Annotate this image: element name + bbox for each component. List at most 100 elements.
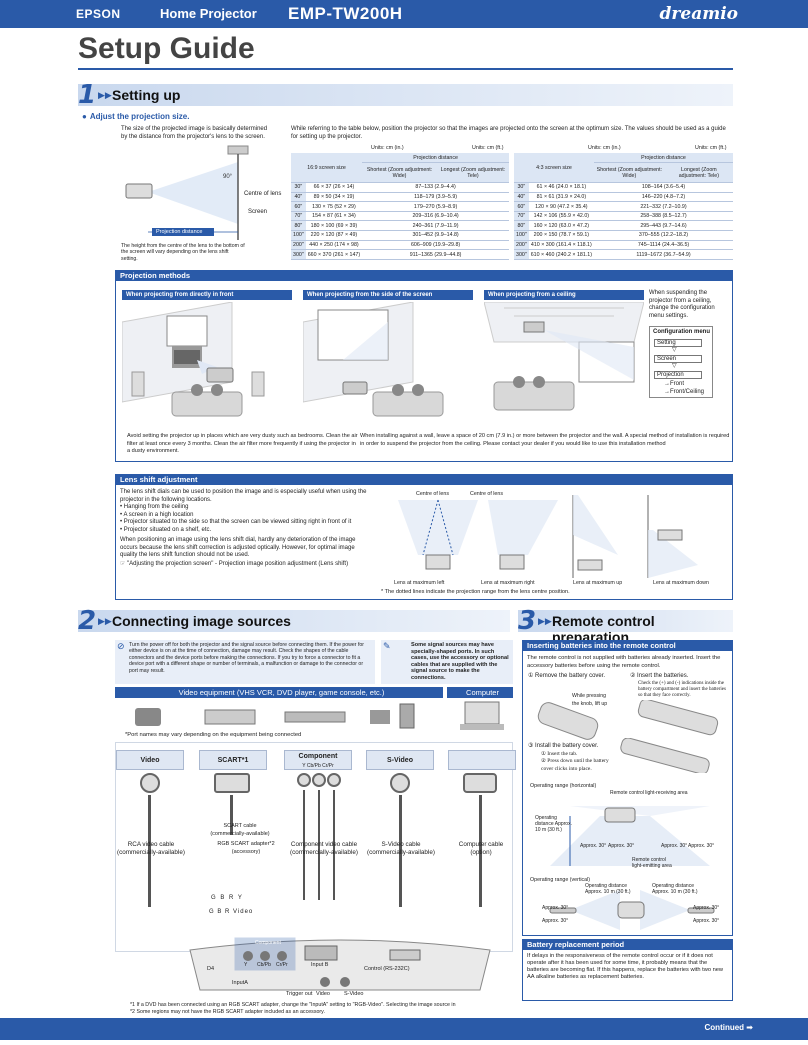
panel-svideo: S-Video — [344, 991, 364, 997]
list-item: • A screen in a high location — [120, 511, 194, 518]
section-1-title: Setting up — [112, 87, 181, 103]
down-arrow-icon: ▽ — [672, 363, 677, 369]
table-row: 200"410 × 300 (161.4 × 118.1)745–1114 (2… — [514, 240, 733, 251]
dimension-cell: 200 × 150 (78.7 × 59.1) — [528, 230, 594, 241]
units-in-169: Units: cm (in.) — [371, 145, 404, 151]
panel-inputb: Input B — [311, 962, 329, 968]
section-1-header: 1 ▶▶ Setting up — [78, 80, 733, 110]
dimension-cell: 81 × 61 (31.9 × 24.0) — [528, 192, 594, 203]
tag-ceiling: When projecting from a ceiling — [484, 290, 644, 300]
list-item: • Projector situated on a shelf, etc. — [120, 526, 212, 533]
warning-box: ⊘ Turn the power off for both the projec… — [115, 640, 375, 684]
screen-size-cell: 70" — [514, 211, 529, 222]
step1-label: ① Remove the battery cover. — [528, 673, 606, 679]
distance-cell: 370–555 (12.2–18.2) — [593, 230, 733, 241]
label-computer-cable: Computer cable (option) — [458, 841, 504, 856]
range-vertical-label: Operating range (vertical) — [530, 877, 591, 883]
dimension-cell: 410 × 300 (161.4 × 118.1) — [528, 240, 594, 251]
longest-header: Longest (Zoom adjustment: Tele) — [664, 162, 733, 184]
scart-connector-icon — [214, 773, 250, 793]
caption-lens-up: Lens at maximum up — [573, 580, 623, 586]
distance-header: Projection distance — [362, 153, 509, 164]
configuration-menu: Configuration menu Setting ▽ Screen ▽ Pr… — [649, 326, 713, 398]
footnote-2: *2 Some regions may not have the RGB SCA… — [130, 1009, 325, 1015]
header-bar: EPSON Home Projector EMP-TW200H dreamio — [0, 0, 808, 28]
distance-cell: 258–388 (8.5–12.7) — [593, 211, 733, 222]
centre-label: Centre of lens — [244, 191, 282, 197]
double-arrow-icon: ▶▶ — [98, 90, 112, 100]
dimension-cell: 130 × 75 (52 × 29) — [305, 201, 363, 212]
screen-size-cell: 60" — [291, 201, 306, 212]
approx-30-h4: Approx. 30° — [688, 843, 715, 849]
screen-size-cell: 100" — [291, 230, 306, 241]
distance-header: Projection distance — [593, 153, 733, 164]
distance-cell: 209–316 (6.9–10.4) — [362, 211, 509, 222]
computer-bar: Computer — [447, 687, 513, 698]
config-option-front: →Front — [664, 381, 685, 387]
centre-label-2: Centre of lens — [470, 491, 503, 497]
projection-methods-heading: Projection methods — [115, 270, 733, 281]
dimension-cell: 220 × 120 (87 × 49) — [305, 230, 363, 241]
continued-link[interactable]: Continued ➡ — [704, 1023, 753, 1032]
sensor-label: Remote control light-receiving area — [610, 790, 688, 796]
table-43-body: 30"61 × 46 (24.0 × 18.1)108–164 (3.6–5.4… — [514, 182, 733, 260]
screen-size-cell: 100" — [514, 230, 529, 241]
down-arrow-icon: ▽ — [672, 347, 677, 353]
table-row: 300"610 × 460 (240.2 × 181.1)1119–1672 (… — [514, 249, 733, 260]
caption-lens-right: Lens at maximum right — [481, 580, 535, 586]
dimension-cell: 180 × 100 (69 × 39) — [305, 220, 363, 232]
distance-cell: 745–1114 (24.4–36.5) — [593, 240, 733, 251]
panel-y: Y — [244, 962, 248, 968]
adjust-heading: Adjust the projection size. — [82, 112, 190, 121]
double-arrow-icon: ▶▶ — [98, 616, 112, 626]
svideo-connector-icon — [390, 773, 410, 793]
video-equipment-bar: Video equipment (VHS VCR, DVD player, ga… — [115, 687, 443, 698]
range-horizontal-label: Operating range (horizontal) — [530, 783, 597, 789]
distance-cell: 911–1365 (29.9–44.8) — [362, 249, 509, 260]
panel-cb: Cb/Pb — [257, 962, 271, 968]
battery-step-illustration — [537, 700, 719, 740]
section-2-title: Connecting image sources — [112, 613, 291, 629]
approx-30-v2: Approx. 30° — [542, 918, 569, 924]
warning-text: Turn the power off for both the projecto… — [129, 642, 365, 674]
step2-label: ② Insert the batteries. — [630, 673, 689, 679]
projector-back-panel — [189, 937, 491, 991]
page-title: Setup Guide — [78, 32, 255, 65]
distance-label: Projection distance — [156, 229, 203, 235]
table-169-body: 30"66 × 37 (26 × 14)87–133 (2.9–4.4)40"8… — [291, 182, 509, 260]
tag-front: When projecting from directly in front — [122, 290, 292, 300]
distance-cell: 87–133 (2.9–4.4) — [362, 182, 509, 193]
approx-30-v3: Approx. 30° — [693, 905, 720, 911]
operating-distance-v2: Operating distance Approx. 10 m (30 ft.) — [652, 883, 698, 895]
battery-period-text: If delays in the responsiveness of the r… — [527, 953, 724, 980]
screen-size-cell: 200" — [291, 240, 306, 251]
lens-shift-list: • Hanging from the ceiling • A screen in… — [120, 504, 372, 534]
approx-30-v1: Approx. 30° — [542, 905, 569, 911]
distance-cell: 118–179 (3.9–5.9) — [362, 192, 509, 203]
step3-b: ② Press down until the battery cover cli… — [541, 758, 609, 772]
port-computer — [448, 750, 516, 770]
screen-size-cell: 30" — [291, 182, 306, 193]
dimension-cell: 66 × 37 (26 × 14) — [305, 182, 363, 193]
approx-30-h3: Approx. 30° — [661, 843, 688, 849]
list-item: • Projector situated to the side so that… — [120, 519, 352, 525]
horizontal-range-diagram — [550, 806, 710, 866]
units-ft-169: Units: cm (ft.) — [472, 145, 504, 151]
warning-wall: When installing against a wall, leave a … — [360, 433, 730, 447]
caption-lens-down: Lens at maximum down — [653, 580, 709, 586]
dimension-cell: 154 × 87 (61 × 34) — [305, 211, 363, 222]
table-intro: While referring to the table below, posi… — [291, 126, 726, 140]
operating-distance-h: Operating distance Approx. 10 m (30 ft.) — [535, 815, 572, 833]
table-row: 30"61 × 46 (24.0 × 18.1)108–164 (3.6–5.4… — [514, 182, 733, 193]
vertical-range-diagram — [549, 890, 715, 930]
table-row: 300"660 × 370 (261 × 147)911–1365 (29.9–… — [291, 249, 509, 260]
screen-size-cell: 40" — [514, 192, 529, 203]
arrow-right-icon: ➡ — [746, 1023, 753, 1032]
panel-control: Control (RS-232C) — [364, 966, 410, 972]
tip-icon: ✎ — [383, 641, 391, 651]
screen-size-header: 16:9 screen size — [291, 153, 363, 184]
port-svideo: S-Video — [366, 750, 434, 770]
